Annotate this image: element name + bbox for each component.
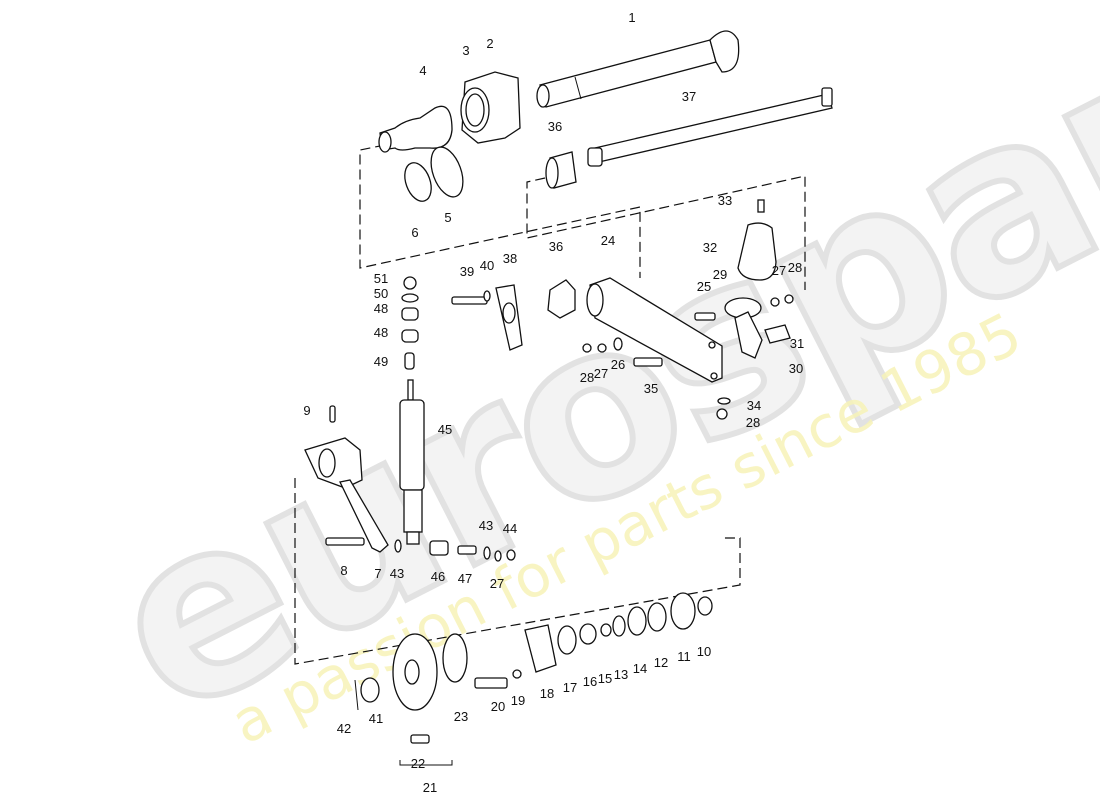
callout-18: 18	[540, 686, 554, 701]
part-wheel-hub	[354, 592, 713, 766]
callout-28: 28	[788, 260, 802, 275]
callout-23: 23	[454, 709, 468, 724]
part-mount-plate	[451, 284, 523, 351]
callout-14: 14	[633, 661, 647, 676]
callout-27: 27	[594, 366, 608, 381]
part-clamps	[404, 146, 464, 202]
callout-34: 34	[747, 398, 761, 413]
part-bushing	[545, 151, 577, 319]
callout-27: 27	[772, 263, 786, 278]
callout-5: 5	[444, 210, 451, 225]
callout-15: 15	[598, 671, 612, 686]
part-axle-shaft	[536, 30, 740, 108]
callout-38: 38	[503, 251, 517, 266]
callout-16: 16	[583, 674, 597, 689]
callout-30: 30	[789, 361, 803, 376]
callout-11: 11	[677, 649, 691, 664]
callout-47: 47	[458, 571, 472, 586]
part-bump-stop	[724, 199, 794, 359]
callout-50: 50	[374, 286, 388, 301]
part-drive-shaft	[587, 87, 833, 167]
callout-49: 49	[374, 354, 388, 369]
callout-36: 36	[548, 119, 562, 134]
part-hardware-right	[582, 312, 731, 420]
callout-32: 32	[703, 240, 717, 255]
callout-7: 7	[374, 566, 381, 581]
callout-8: 8	[340, 563, 347, 578]
callout-39: 39	[460, 264, 474, 279]
callout-33: 33	[718, 193, 732, 208]
part-boot	[378, 105, 453, 153]
part-trailing-arm	[586, 277, 723, 383]
callout-27: 27	[490, 576, 504, 591]
callout-43: 43	[390, 566, 404, 581]
callout-28: 28	[746, 415, 760, 430]
callout-44: 44	[503, 521, 517, 536]
callout-24: 24	[601, 233, 615, 248]
callout-46: 46	[431, 569, 445, 584]
callout-21: 21	[423, 780, 437, 795]
watermark: eurospares a passion for parts since 198…	[66, 0, 1100, 774]
part-flange-housing	[460, 71, 521, 144]
callout-20: 20	[491, 699, 505, 714]
part-shock-mount-stack	[401, 276, 419, 370]
callout-12: 12	[654, 655, 668, 670]
part-hardware-lower	[325, 537, 516, 562]
callout-2: 2	[486, 36, 493, 51]
callout-43: 43	[479, 518, 493, 533]
callout-42: 42	[337, 721, 351, 736]
callout-31: 31	[790, 336, 804, 351]
callout-35: 35	[644, 381, 658, 396]
callout-37: 37	[682, 89, 696, 104]
part-shock-absorber	[399, 379, 425, 545]
callout-17: 17	[563, 680, 577, 695]
callout-41: 41	[369, 711, 383, 726]
part-pin	[329, 405, 336, 423]
callout-4: 4	[419, 63, 426, 78]
callout-29: 29	[713, 267, 727, 282]
callout-22: 22	[411, 756, 425, 771]
callout-19: 19	[511, 693, 525, 708]
callout-48: 48	[374, 325, 388, 340]
part-hub-carrier	[304, 437, 389, 553]
callout-28: 28	[580, 370, 594, 385]
callout-48: 48	[374, 301, 388, 316]
callout-13: 13	[614, 667, 628, 682]
callout-9: 9	[303, 403, 310, 418]
group-boundaries	[294, 144, 806, 665]
callout-25: 25	[697, 279, 711, 294]
callout-3: 3	[462, 43, 469, 58]
callout-1: 1	[628, 10, 635, 25]
callout-36: 36	[549, 239, 563, 254]
callout-6: 6	[411, 225, 418, 240]
callout-26: 26	[611, 357, 625, 372]
callout-51: 51	[374, 271, 388, 286]
callout-40: 40	[480, 258, 494, 273]
callout-45: 45	[438, 422, 452, 437]
callout-10: 10	[697, 644, 711, 659]
